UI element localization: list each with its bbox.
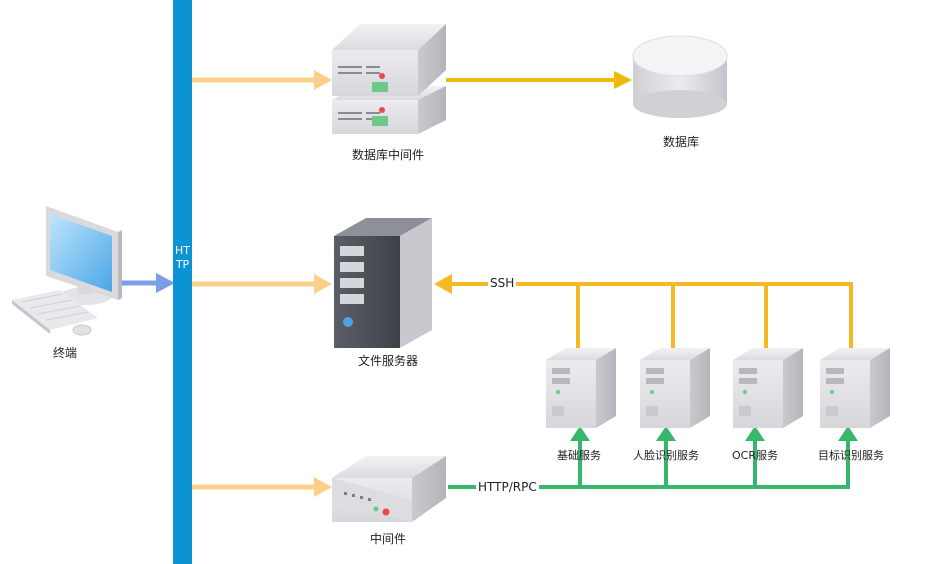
ssh-connector — [434, 274, 853, 352]
connectors — [112, 70, 858, 497]
desktop-computer-icon — [12, 206, 122, 336]
network-appliance-icon — [332, 456, 446, 522]
database-icon — [632, 35, 728, 118]
bus-to-file-server-arrow — [192, 274, 332, 294]
rpc-label: HTTP/RPC — [476, 480, 539, 494]
db-middleware-label: 数据库中间件 — [351, 148, 425, 162]
server-icon-face — [640, 348, 710, 428]
service-label-face: 人脸识别服务 — [633, 449, 699, 462]
service-label-basic: 基础服务 — [557, 449, 601, 462]
database-label: 数据库 — [662, 135, 700, 149]
tower-server-icon — [334, 218, 432, 348]
rpc-connector — [448, 426, 858, 489]
service-label-target: 目标识别服务 — [818, 449, 884, 462]
server-icon-ocr — [733, 348, 803, 428]
http-bus-label: HTTP — [175, 244, 190, 271]
server-stack-icon — [332, 24, 446, 134]
service-servers — [546, 348, 890, 428]
terminal-label: 终端 — [52, 346, 78, 360]
server-icon-target — [820, 348, 890, 428]
bus-to-db-middleware-arrow — [192, 70, 332, 90]
middleware-label: 中间件 — [369, 532, 407, 546]
file-server-label: 文件服务器 — [357, 354, 419, 368]
http-bus — [173, 0, 192, 564]
server-icon-basic — [546, 348, 616, 428]
service-label-ocr: OCR服务 — [732, 449, 778, 462]
ssh-label: SSH — [488, 276, 517, 290]
bus-to-middleware-arrow — [192, 477, 332, 497]
db-middleware-to-database-arrow — [446, 71, 632, 89]
